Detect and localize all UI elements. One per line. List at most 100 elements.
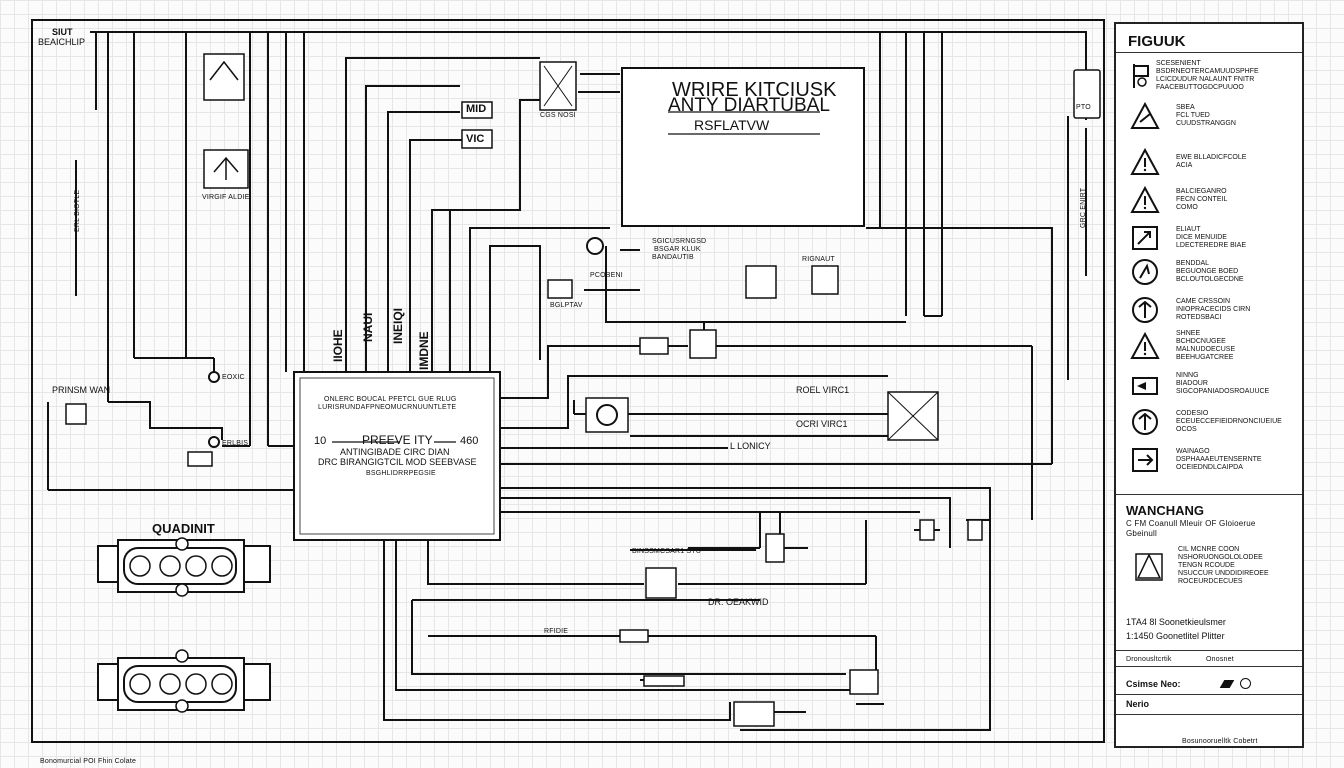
corner-label-1: SIUT xyxy=(52,27,73,37)
module-top-text-1: ONLERC BOUCAL PFETCL GUE RLUG xyxy=(324,396,457,403)
vertical-label-1: IIOHE xyxy=(331,329,345,362)
legend-item: CODESIO ECEUECCEFIEIDRNONCIUEIUE OCOS xyxy=(1116,406,1302,440)
right-side-vertical-label: GRC ENIRT xyxy=(1080,187,1087,228)
circle-arrow-icon xyxy=(1135,553,1163,581)
caution-flag-icon xyxy=(1133,64,1149,88)
footer-note: Bonomurcial POI Fhin Colate xyxy=(40,758,137,765)
legend-line: NINNG xyxy=(1176,372,1199,379)
arrow-box-icon xyxy=(1132,226,1158,250)
legend-line: ELIAUT xyxy=(1176,226,1201,233)
roi-2-label: OCRI VIRC1 xyxy=(796,419,848,429)
module-sub-1: ANTINGIBADE CIRC DIAN xyxy=(340,447,450,457)
scale-label: Csimse Neo: xyxy=(1126,679,1181,689)
legend-item: SHNEE BCHDCNUGEE MALNUDOECUSE BEEHUGATCR… xyxy=(1116,330,1302,364)
module-sub-2: DRC BIRANGIGTCIL MOD SEEBVASE xyxy=(318,457,477,467)
dr-label: DR. OEAKWID xyxy=(708,597,769,607)
legend-line: BALCIEGANRO xyxy=(1176,188,1227,195)
circle-icon xyxy=(1240,678,1251,689)
rfid-label: RFIDIE xyxy=(544,628,569,635)
bsel-label: BGLPTAV xyxy=(550,302,583,309)
legend-line: EWE BLLADICFCOLE xyxy=(1176,154,1247,161)
legend-line: BIADOUR xyxy=(1176,380,1208,388)
pto-label: PTO xyxy=(1076,104,1091,111)
name-label: Nerio xyxy=(1126,699,1150,709)
warning-line: TENGN RCOUDE xyxy=(1178,562,1235,570)
warning-flag-icon xyxy=(1130,102,1160,129)
spec-line-1: 1TA4 8l Soonetkieulsmer xyxy=(1126,617,1226,627)
left-side-vertical-label: ERL BIOTLE xyxy=(74,189,81,232)
prinsm-label: PRINSM WAN xyxy=(52,385,111,395)
pen-icon xyxy=(1219,680,1235,688)
bottom-note: Bosunooruelltk Cobetrt xyxy=(1182,738,1258,745)
table-header-left: Dronousltcrtik xyxy=(1126,656,1172,663)
legend-item: SCESENIENT BSDRNEOTERCAMUUDSPHFE LCICDUD… xyxy=(1116,60,1302,94)
legend-line: CUUDSTRANGGN xyxy=(1176,120,1236,128)
legend-line: FCL TUED xyxy=(1176,112,1210,120)
warning-sub-2: Gbeinull xyxy=(1126,529,1157,538)
legend-title: FIGUUK xyxy=(1128,33,1186,50)
legend-line: INIOPRACECIDS CIRN xyxy=(1176,306,1251,314)
main-title-line3: RSFLATVW xyxy=(694,117,770,133)
legend-line: BEEHUGATCREE xyxy=(1176,354,1234,362)
roi-1-label: ROEL VIRC1 xyxy=(796,385,850,395)
warning-triangle-icon xyxy=(1130,332,1160,359)
warning-line: NSUCCUR UNDDIDIREOEE xyxy=(1178,570,1269,578)
legend-line: LCICDUDUR NALAUNT FNITR xyxy=(1156,76,1255,84)
module-sub-3: BSGHLIDRRPEGSIE xyxy=(366,470,436,477)
vertical-label-4: IMDNE xyxy=(417,331,431,370)
vertical-label-2: NAUI xyxy=(361,312,375,342)
module-label: PREEVE ITY xyxy=(362,433,433,447)
switch-mid-label: BSGAR KLUK xyxy=(654,246,701,253)
legend-item: WAINAGO DSPHAAAEUTENSERNTE OCEIEDNDLCAIP… xyxy=(1116,444,1302,478)
circle-arrow-icon xyxy=(1132,259,1158,285)
legend-line: LDECTEREDRE BIAE xyxy=(1176,242,1247,250)
corner-label-2: BEAICHLIP xyxy=(38,37,86,47)
arrow-box-icon xyxy=(1132,448,1158,472)
main-title-line1: WRIRE KITCIUSK xyxy=(672,79,837,101)
legend-line: MALNUDOECUSE xyxy=(1176,346,1236,354)
legend-line: BCHDCNUGEE xyxy=(1176,338,1226,346)
table-header-right: Onosnet xyxy=(1206,656,1234,663)
legend-line: COMO xyxy=(1176,204,1198,212)
cap-label: PCOBENI xyxy=(590,272,623,279)
quadrant-label: QUADINIT xyxy=(152,521,215,536)
legend-line: ACIA xyxy=(1176,162,1193,170)
legend-item: EWE BLLADICFCOLE ACIA xyxy=(1116,146,1302,180)
warning-line: ROCEURDCECUES xyxy=(1178,578,1243,586)
legend-line: OCOS xyxy=(1176,426,1197,434)
spec-line-2: 1:1450 Goonetlitel Plitter xyxy=(1126,631,1225,641)
legend-item: CAME CRSSOIN INIOPRACECIDS CIRN ROTEDSBA… xyxy=(1116,294,1302,328)
legend-line: CODESIO xyxy=(1176,410,1209,417)
main-title-line2: ANTY DIARTUBAL xyxy=(668,95,830,116)
module-left-num: 10 xyxy=(314,435,327,447)
warning-sub-1: C FM Coanull Mleuir OF Gloioerue xyxy=(1126,519,1256,528)
warning-line: NSHORUONGOLOLODEE xyxy=(1178,554,1263,562)
legend-line: BENDDAL xyxy=(1176,260,1210,267)
switch-bot-label: BANDAUTIB xyxy=(652,254,694,261)
node-2-label: ERLBIS xyxy=(222,440,249,447)
legend-item: ELIAUT DICE MENUIDE LDECTEREDRE BIAE xyxy=(1116,222,1302,256)
legend-line: SHNEE xyxy=(1176,330,1201,337)
cgs-label: CGS NOSI xyxy=(540,112,576,119)
legend-item: BALCIEGANRO FECN CONTEIL COMO xyxy=(1116,184,1302,218)
legend-line: ROTEDSBACI xyxy=(1176,314,1222,322)
legend-line: FAACEBUTTOGDCPUUOO xyxy=(1156,84,1244,92)
legend-line: SBEA xyxy=(1176,104,1195,111)
circle-up-icon xyxy=(1132,297,1158,323)
legend-line: DICE MENUIDE xyxy=(1176,234,1227,242)
legend-item: BENDDAL BEGUONGE BOED BCLOUTOLGECDNE xyxy=(1116,256,1302,290)
legend-line: FECN CONTEIL xyxy=(1176,196,1228,204)
legend-line: DSPHAAAEUTENSERNTE xyxy=(1176,456,1262,464)
legend-line: WAINAGO xyxy=(1176,448,1210,455)
legend-line: SCESENIENT xyxy=(1156,60,1201,67)
warning-line: CIL MCNRE COON xyxy=(1178,546,1240,553)
warning-triangle-icon xyxy=(1130,186,1160,213)
bottom-small-label: BINSSMCSAR1 STU xyxy=(632,548,702,555)
rbox-label: RIGNAUT xyxy=(802,256,835,263)
legend-line: CAME CRSSOIN xyxy=(1176,298,1231,305)
legend-item: NINNG BIADOUR SIGCOPANIADOSROAUUCE xyxy=(1116,370,1302,404)
warning-triangle-icon xyxy=(1130,148,1160,175)
legend-line: BSDRNEOTERCAMUUDSPHFE xyxy=(1156,68,1259,76)
legend-line: ECEUECCEFIEIDRNONCIUEIUE xyxy=(1176,418,1282,426)
